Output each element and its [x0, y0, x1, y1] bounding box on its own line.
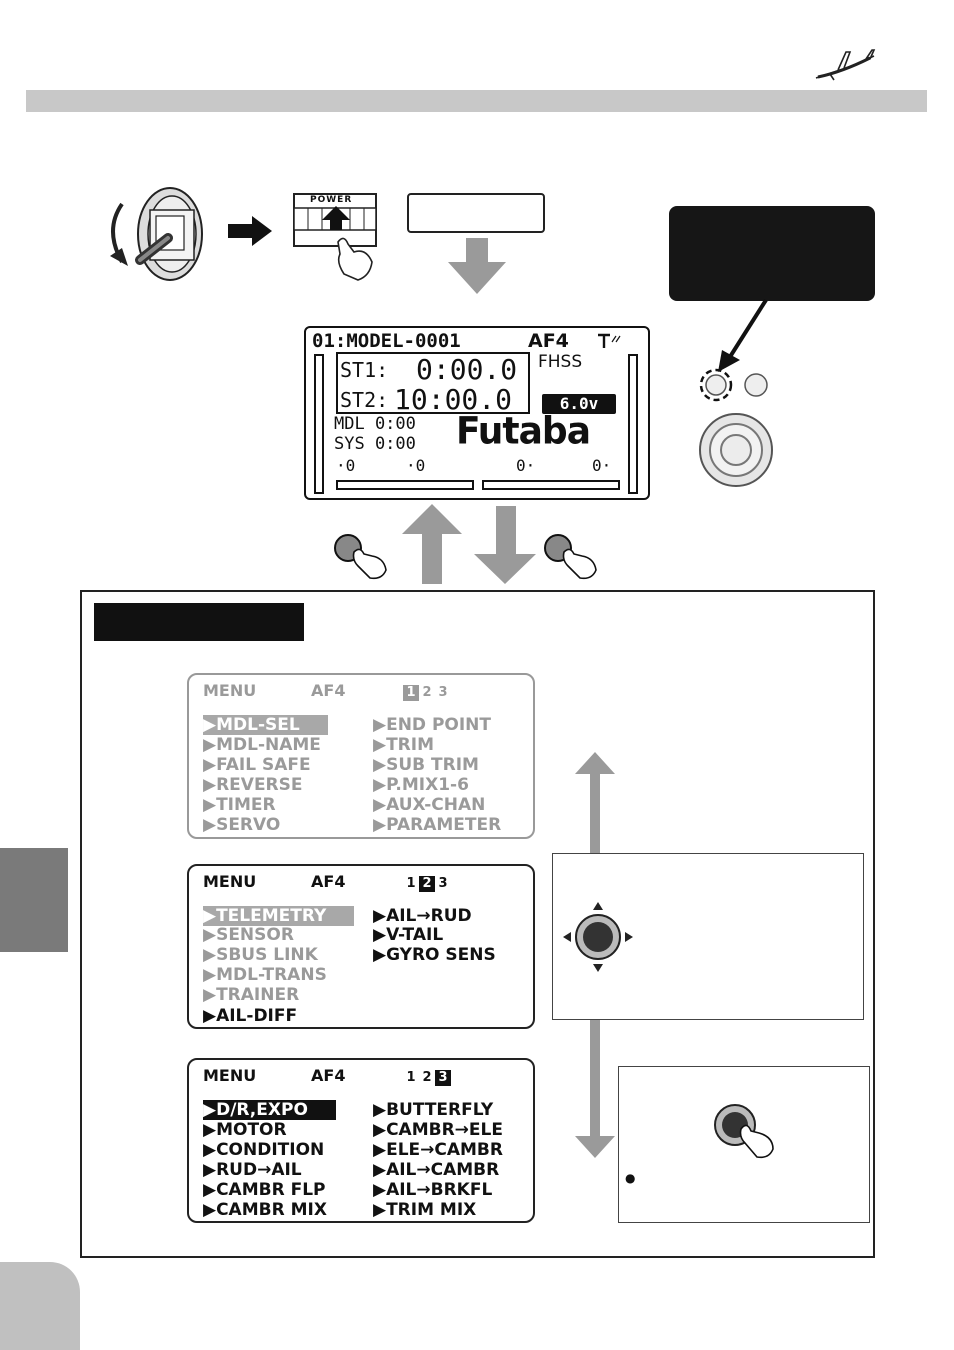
dial-info-box — [552, 853, 864, 1020]
st2-label: ST2: — [340, 388, 389, 412]
menu-item[interactable]: ▶D/R,EXPO — [203, 1100, 336, 1120]
trim-4: 0· — [592, 456, 612, 475]
menu-item[interactable]: ▶END POINT — [373, 715, 492, 735]
bottom-right-trim-bar — [482, 480, 620, 490]
power-switch-icon — [110, 187, 203, 281]
menu-item[interactable]: ▶TIMER — [203, 795, 276, 815]
dial-direction-icon — [563, 902, 633, 972]
menu-item[interactable]: ▶ELE→CAMBR — [373, 1140, 503, 1160]
label-box — [407, 193, 545, 233]
menu-item[interactable]: ▶TRAINER — [203, 985, 300, 1005]
trim-1: ·0 — [336, 456, 356, 475]
menu-item[interactable]: ▶BUTTERFLY — [373, 1100, 494, 1120]
menu-item[interactable]: ▶GYRO SENS — [373, 945, 496, 965]
antenna-icon — [598, 333, 621, 348]
mdl-time: MDL 0:00 — [334, 414, 416, 434]
menu-item[interactable]: ▶TRIM MIX — [373, 1200, 477, 1220]
glider-icon — [815, 49, 876, 81]
menu-item[interactable]: ▶CAMBR→ELE — [373, 1120, 503, 1140]
menu-item[interactable]: ▶CAMBR MIX — [203, 1200, 327, 1220]
menu-item[interactable]: ▶TELEMETRY — [203, 906, 355, 926]
menu-frame — [80, 590, 875, 1258]
press-up-button-icon — [334, 534, 387, 580]
press-dial-icon — [714, 1104, 774, 1159]
callout-box — [669, 206, 875, 301]
power-button-illustration: POWER — [292, 192, 378, 282]
st1-label: ST1: — [340, 358, 389, 382]
menu-item[interactable]: ▶MDL-TRANS — [203, 965, 327, 985]
press-info-box: ● — [618, 1066, 870, 1223]
menu-item[interactable]: ▶MDL-SEL — [203, 715, 328, 735]
trim-3: 0· — [516, 456, 536, 475]
bullet-point: ● — [625, 1171, 636, 1185]
menu-system: AF4 — [311, 681, 346, 700]
menu-item[interactable]: ▶TRIM — [373, 735, 435, 755]
menu-item[interactable]: ▶FAIL SAFE — [203, 755, 311, 775]
press-down-button-icon — [544, 534, 597, 580]
menu-title-bar — [94, 603, 304, 641]
lcd-screen: 01:MODEL-0001 AF4 ST1: 0:00.0 ST2: 10:00… — [304, 326, 650, 500]
menu-item[interactable]: ▶RUD→AIL — [203, 1160, 302, 1180]
menu-item[interactable]: ▶AUX-CHAN — [373, 795, 486, 815]
bottom-left-trim-bar — [336, 480, 474, 490]
menu-system: AF4 — [311, 872, 346, 891]
menu-item[interactable]: ▶AIL→BRKFL — [373, 1180, 493, 1200]
menu-item[interactable]: ▶AIL-DIFF — [203, 1006, 298, 1026]
menu-item[interactable]: ▶AIL→CAMBR — [373, 1160, 500, 1180]
system-type: AF4 — [528, 330, 569, 352]
menu-item[interactable]: ▶SERVO — [203, 815, 281, 835]
menu-system: AF4 — [311, 1066, 346, 1085]
menu-item[interactable]: ▶AIL→RUD — [373, 906, 472, 926]
menu-item[interactable]: ▶V-TAIL — [373, 925, 444, 945]
arrow-down-icon — [474, 506, 536, 584]
right-trim-bar — [628, 354, 638, 494]
menu-title: MENU — [203, 681, 257, 700]
timer-box: ST1: 0:00.0 ST2: 10:00.0 — [336, 352, 530, 414]
callout-pointer-icon — [718, 298, 768, 372]
menu-title: MENU — [203, 1066, 257, 1085]
side-tab — [0, 848, 68, 952]
page-number-tab — [0, 1262, 80, 1350]
menu-item[interactable]: ▶SENSOR — [203, 925, 294, 945]
sys-time: SYS 0:00 — [334, 434, 416, 454]
arrow-up-icon — [402, 504, 462, 584]
menu-item[interactable]: ▶MDL-NAME — [203, 735, 321, 755]
menu-item[interactable]: ▶MOTOR — [203, 1120, 287, 1140]
menu-item[interactable]: ▶SUB TRIM — [373, 755, 479, 775]
menu-item[interactable]: ▶P.MIX1-6 — [373, 775, 469, 795]
arrow-right-icon — [228, 216, 272, 246]
arrow-down-icon — [448, 238, 506, 294]
power-label: POWER — [310, 195, 353, 205]
st1-value: 0:00.0 — [416, 353, 518, 386]
menu-item[interactable]: ▶CONDITION — [203, 1140, 325, 1160]
st2-value: 10:00.0 — [394, 383, 513, 416]
transmitter-buttons — [699, 368, 773, 487]
menu-title: MENU — [203, 872, 257, 891]
menu-item[interactable]: ▶PARAMETER — [373, 815, 502, 835]
menu-item[interactable]: ▶CAMBR FLP — [203, 1180, 326, 1200]
fhss-label: FHSS — [538, 352, 583, 372]
menu-item[interactable]: ▶SBUS LINK — [203, 945, 318, 965]
menu-item[interactable]: ▶REVERSE — [203, 775, 303, 795]
scroll-arrow-icon — [575, 752, 615, 1158]
left-trim-bar — [314, 354, 324, 494]
trim-2: ·0 — [406, 456, 426, 475]
model-name: 01:MODEL-0001 — [312, 330, 461, 352]
header-bar — [26, 90, 927, 112]
battery-voltage: 6.0v — [542, 394, 616, 414]
brand-logo: Futaba — [456, 409, 591, 453]
